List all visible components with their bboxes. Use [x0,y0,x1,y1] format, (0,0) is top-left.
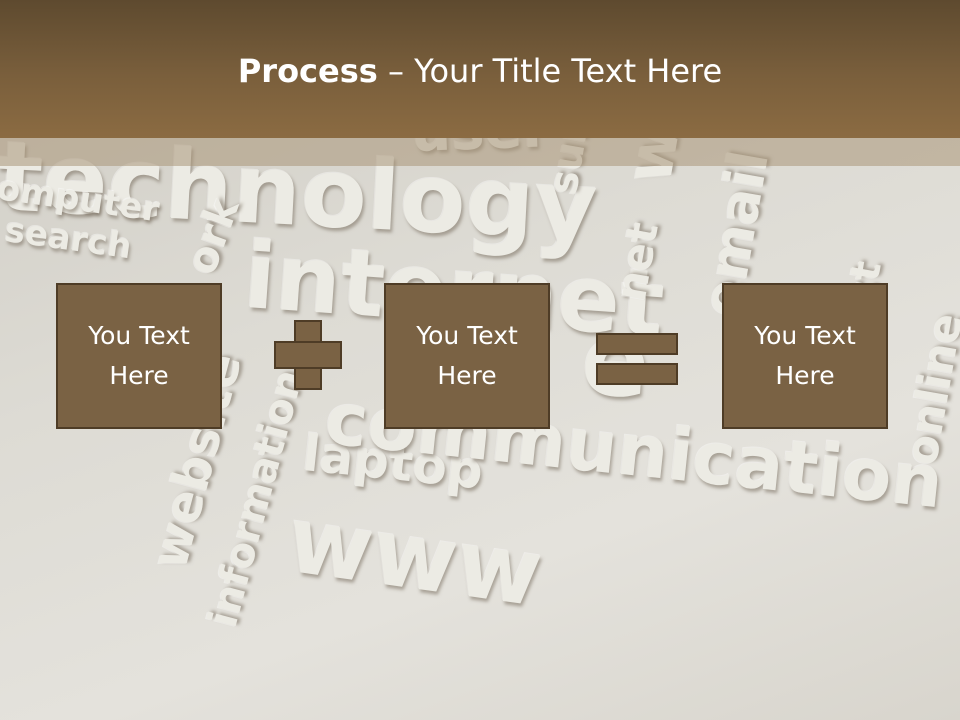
bg-word: www [281,486,549,628]
title-strip [0,138,960,166]
title-band [0,0,960,138]
bg-word: online [896,309,960,469]
process-box-1-text: You Text Here [88,321,190,390]
process-box-3[interactable]: You Text Here [722,283,888,429]
title-rest-part: – Your Title Text Here [377,52,723,90]
slide-title[interactable]: Process – Your Title Text Here [0,52,960,90]
bg-word: search [2,210,135,268]
title-bold-part: Process [237,52,378,90]
bg-word: net [606,218,668,305]
bg-word: ork [176,191,249,281]
bg-word: e [577,300,654,422]
process-box-1[interactable]: You Text Here [56,283,222,429]
process-box-3-text: You Text Here [754,321,856,390]
bg-word: laptop [299,424,486,501]
process-box-2[interactable]: You Text Here [384,283,550,429]
bg-word: omputer [0,168,162,231]
process-box-2-text: You Text Here [416,321,518,390]
